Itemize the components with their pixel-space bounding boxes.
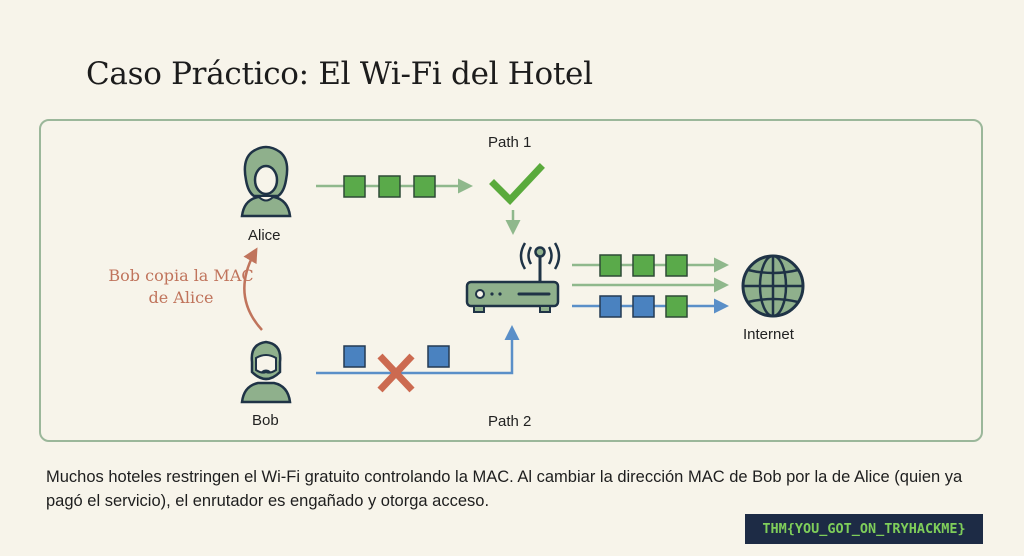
alice-user-icon bbox=[240, 145, 292, 218]
path2-label: Path 2 bbox=[488, 413, 532, 430]
x-mark-icon bbox=[377, 353, 415, 393]
bob-label: Bob bbox=[252, 412, 279, 429]
diagram-panel bbox=[39, 119, 983, 442]
flag-badge: THM{YOU_GOT_ON_TRYHACKME} bbox=[745, 514, 983, 544]
packet-blue bbox=[632, 295, 655, 318]
outbound-stream-3 bbox=[572, 295, 729, 318]
packet-green bbox=[343, 175, 366, 198]
wifi-router-icon bbox=[465, 242, 561, 313]
caption-text: Muchos hoteles restringen el Wi-Fi gratu… bbox=[46, 468, 963, 510]
bob-user-icon bbox=[240, 340, 292, 404]
packet-green bbox=[413, 175, 436, 198]
path1-stream bbox=[316, 175, 473, 198]
path2-stream bbox=[316, 325, 520, 375]
internet-label: Internet bbox=[743, 326, 794, 343]
alice-label: Alice bbox=[248, 227, 281, 244]
slide-title: Caso Práctico: El Wi-Fi del Hotel bbox=[86, 56, 593, 92]
packet-blue bbox=[599, 295, 622, 318]
packet-green bbox=[378, 175, 401, 198]
path1-label: Path 1 bbox=[488, 134, 532, 151]
outbound-stream-1 bbox=[572, 254, 729, 277]
mac-copy-arrow bbox=[243, 247, 263, 331]
packet-green bbox=[599, 254, 622, 277]
packet-blue bbox=[343, 345, 366, 368]
packet-green bbox=[632, 254, 655, 277]
packet-green bbox=[665, 295, 688, 318]
checkmark-icon bbox=[489, 163, 545, 206]
globe-icon bbox=[741, 254, 805, 318]
packet-blue bbox=[427, 345, 450, 368]
mac-copy-annotation: Bob copia la MAC de Alice bbox=[108, 266, 254, 307]
packet-green bbox=[665, 254, 688, 277]
